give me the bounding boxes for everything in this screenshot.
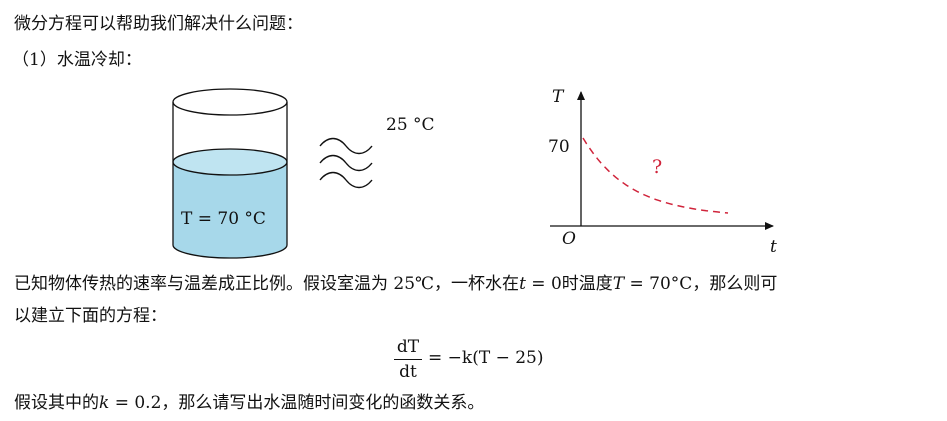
cooling-curve [582,137,729,214]
fraction-numerator: dT [396,337,420,357]
paragraph-line-2: 以建立下面的方程： [14,306,167,326]
fraction-bar [394,359,422,360]
question-mark: ? [652,156,663,178]
water-body [173,162,287,258]
para1-text-b: 时温度 [561,274,613,294]
fraction-denominator: dt [399,362,417,382]
equation-rhs: = −k(T − 25) [428,348,544,368]
eq-seventy: = 70°C [624,274,693,294]
para1-text-c: ，那么则可 [692,274,778,294]
question-text: 假设其中的k = 0.2，那么请写出水温随时间变化的函数关系。 [14,392,484,414]
y-axis-label: T [552,87,564,107]
intro-text: 微分方程可以帮助我们解决什么问题： [14,14,303,34]
var-k: k [99,393,110,413]
var-T: T [612,274,625,294]
para2-text-a: 假设其中的 [14,393,99,413]
section-label: （1）水温冷却： [12,50,142,70]
derivative-fraction: dT dt [394,336,422,383]
y-tick-label: 70 [548,137,570,157]
cup-rim [172,88,288,116]
water-surface [172,148,288,176]
water-cup [172,88,288,259]
k-value: = 0.2 [109,393,162,413]
para1-text-a: 已知物体传热的速率与温差成正比例。假设室温为 25℃，一杯水在 [14,274,520,294]
room-temp-label: 25 °C [386,115,435,135]
paragraph-line-1: 已知物体传热的速率与温差成正比例。假设室温为 25℃，一杯水在t = 0时温度T… [14,273,777,295]
para2-text-b: ，那么请写出水温随时间变化的函数关系。 [161,393,485,413]
cup-temp-label: T = 70 °C [181,209,266,229]
heat-waves-icon [319,137,373,189]
x-axis-label: t [770,237,777,257]
var-t: t [519,274,526,294]
origin-label: O [562,229,576,249]
eq-zero: = 0 [525,274,562,294]
temperature-graph [550,91,774,230]
